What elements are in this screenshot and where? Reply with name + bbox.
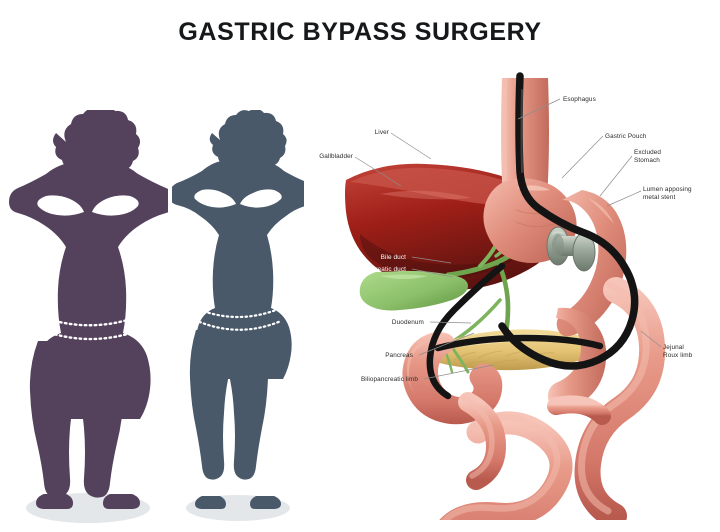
- gastric-bypass-anatomy-diagram: [320, 70, 720, 520]
- label-esophagus: Esophagus: [563, 96, 596, 103]
- label-pancreas: Pancreas: [385, 352, 413, 359]
- label-biliopancreatic-limb: Biliopancreatic limb: [360, 376, 418, 383]
- slim-waist-measuring-tape: [193, 306, 283, 331]
- label-bile-duct: Bile duct: [380, 254, 406, 261]
- slim-female-silhouette: [172, 110, 304, 530]
- label-gallbladder: Gallbladder: [319, 153, 353, 160]
- lumen-apposing-metal-stent: [546, 226, 596, 272]
- small-intestine-loops: [439, 277, 666, 520]
- obese-waist-measuring-tape: [34, 313, 142, 341]
- label-duodenum: Duodenum: [391, 319, 424, 326]
- body-comparison-panel: [0, 90, 320, 523]
- obese-female-silhouette: [8, 110, 168, 530]
- label-pancreatic-duct: Pancreatic duct: [360, 266, 406, 273]
- label-gastric-pouch: Gastric Pouch: [605, 133, 647, 140]
- page-title: GASTRIC BYPASS SURGERY: [178, 18, 542, 46]
- label-liver: Liver: [374, 129, 389, 136]
